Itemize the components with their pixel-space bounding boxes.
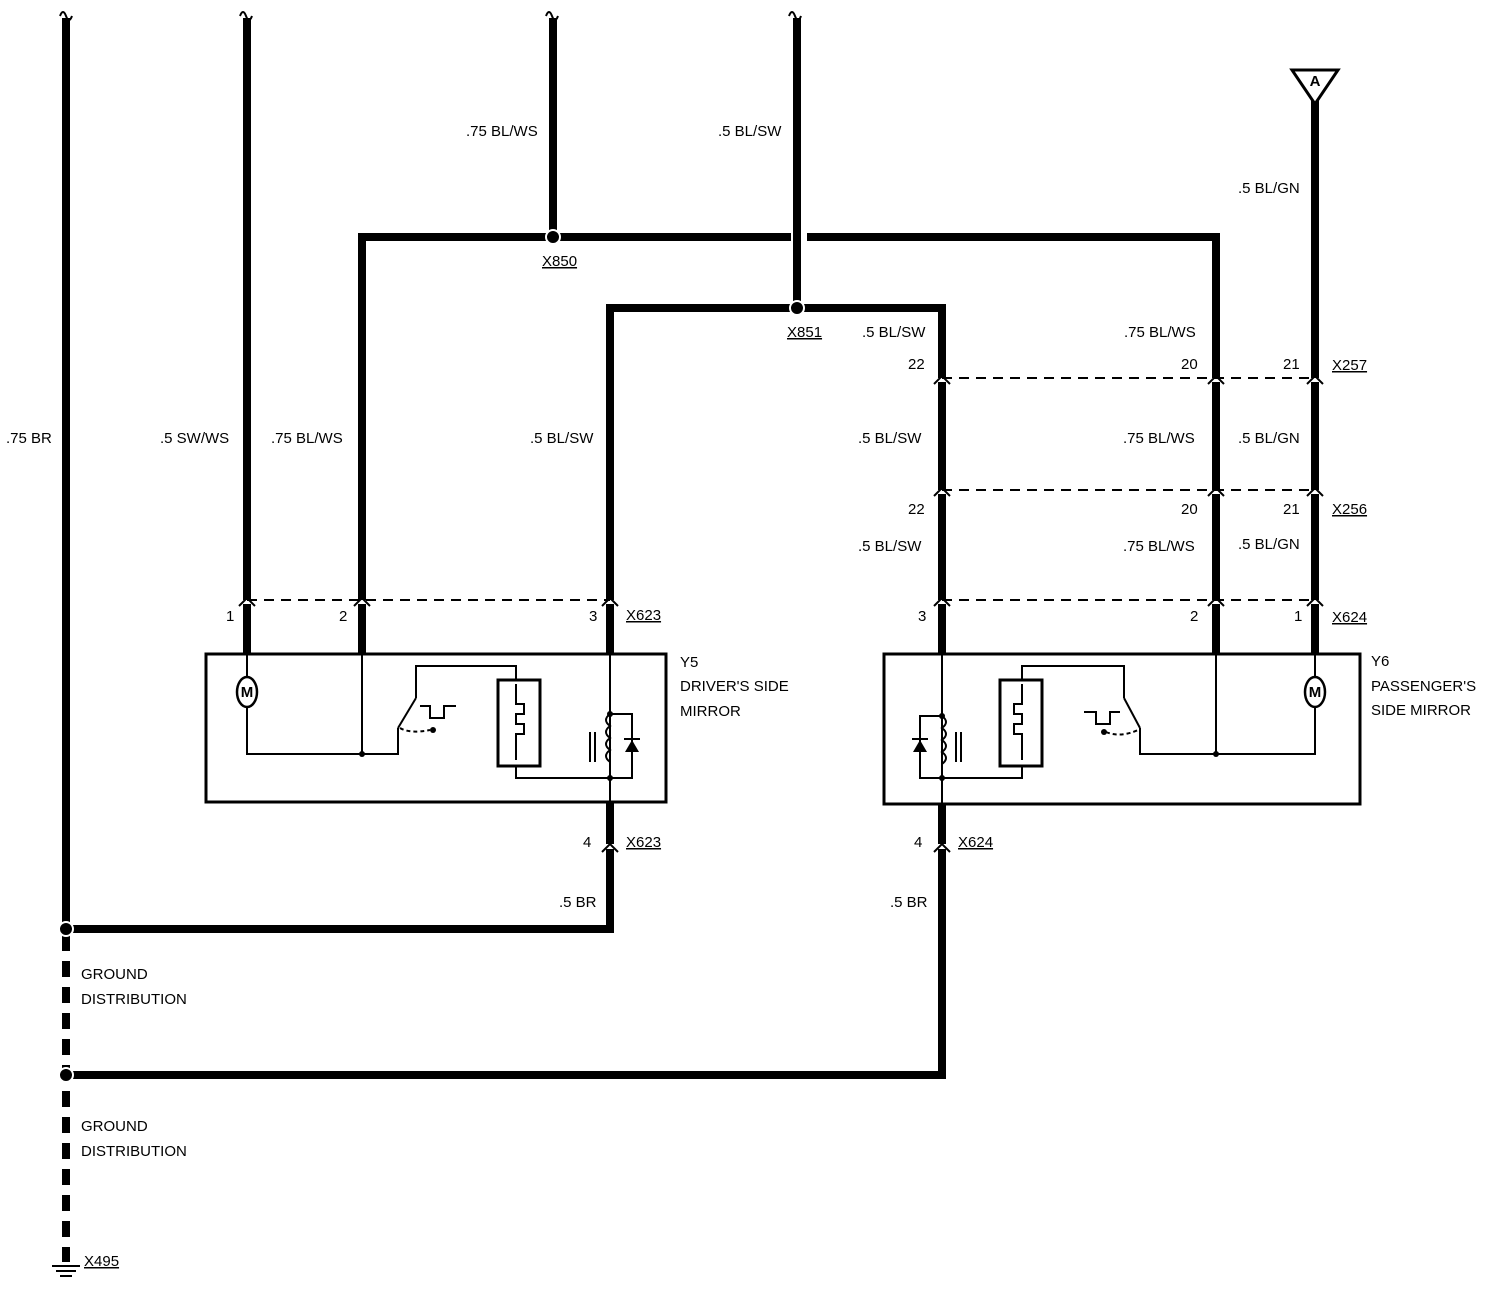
thermo-switch-icon (1084, 711, 1120, 725)
connector-label: X850 (542, 253, 577, 270)
driver-mirror-component: M (204, 652, 668, 804)
offpage-label: A (1310, 73, 1321, 90)
passenger-mirror-component: M (882, 652, 1362, 806)
component-name: SIDE MIRROR (1371, 702, 1471, 719)
pin-number: 20 (1181, 501, 1198, 518)
ground-label: GROUND (81, 1118, 148, 1135)
component-name: MIRROR (680, 703, 741, 720)
component-name: DRIVER'S SIDE (680, 678, 789, 695)
wire-label: .5 BR (890, 894, 928, 911)
wire-label: .5 BL/SW (530, 430, 594, 447)
pin-number: 22 (908, 501, 925, 518)
wire-label: .5 SW/WS (160, 430, 229, 447)
component-id: Y5 (680, 654, 698, 671)
wire-label: .5 BL/SW (718, 123, 782, 140)
relay-coil-icon (940, 715, 947, 765)
relay-coil-icon (605, 713, 612, 763)
wire-bl-sw-route (606, 304, 946, 600)
connector-label: X623 (626, 834, 661, 851)
wire-label: .5 BL/GN (1238, 430, 1300, 447)
connector-label: X624 (1332, 609, 1367, 626)
ground-label: GROUND (81, 966, 148, 983)
wire-br-passenger (66, 849, 946, 1079)
connector-label: X257 (1332, 357, 1367, 374)
thermo-switch-icon (420, 705, 456, 719)
connector-label: X256 (1332, 501, 1367, 518)
pin-number: 22 (908, 356, 925, 373)
wire-label: .5 BL/GN (1238, 180, 1300, 197)
pin-number: 3 (589, 608, 597, 625)
splice-dots (58, 229, 805, 1083)
pin-number: 21 (1283, 501, 1300, 518)
wire-label: .75 BR (6, 430, 52, 447)
pin-number: 4 (914, 834, 922, 851)
ground-symbol-icon (52, 1250, 80, 1277)
wire-label: .75 BL/WS (466, 123, 538, 140)
wire-break-marks (59, 11, 802, 21)
offpage-connector-a: A (1289, 68, 1341, 107)
wire-label: .75 BL/WS (1124, 324, 1196, 341)
connector-label: X851 (787, 324, 822, 341)
wire-label: .75 BL/WS (1123, 538, 1195, 555)
wire-label: .5 BL/SW (858, 430, 922, 447)
wire-label: .5 BR (559, 894, 597, 911)
connector-label: X624 (958, 834, 993, 851)
ground-label: DISTRIBUTION (81, 991, 187, 1008)
pin-number: 20 (1181, 356, 1198, 373)
wire-label: .5 BL/SW (858, 538, 922, 555)
wire-label: .75 BL/WS (1123, 430, 1195, 447)
wire-label: .5 BL/GN (1238, 536, 1300, 553)
wire-br-driver (66, 849, 614, 933)
wire-bl-ws-driver (358, 233, 791, 600)
wire-label: .5 BL/SW (862, 324, 926, 341)
wire-label: .75 BL/WS (271, 430, 343, 447)
pin-number: 3 (918, 608, 926, 625)
component-name: PASSENGER'S (1371, 678, 1476, 695)
diode-icon (625, 740, 639, 752)
motor-label: M (241, 684, 254, 701)
component-id: Y6 (1371, 653, 1389, 670)
pin-number: 2 (1190, 608, 1198, 625)
diode-icon (913, 740, 927, 752)
pin-number: 1 (1294, 608, 1302, 625)
pin-number: 2 (339, 608, 347, 625)
pin-number: 21 (1283, 356, 1300, 373)
ground-label: DISTRIBUTION (81, 1143, 187, 1160)
pin-number: 1 (226, 608, 234, 625)
connector-pin-marks (238, 374, 1324, 853)
motor-icon (1303, 675, 1327, 709)
connector-label: X495 (84, 1253, 119, 1270)
pin-number: 4 (583, 834, 591, 851)
connector-label: X623 (626, 607, 661, 624)
motor-label: M (1309, 684, 1322, 701)
